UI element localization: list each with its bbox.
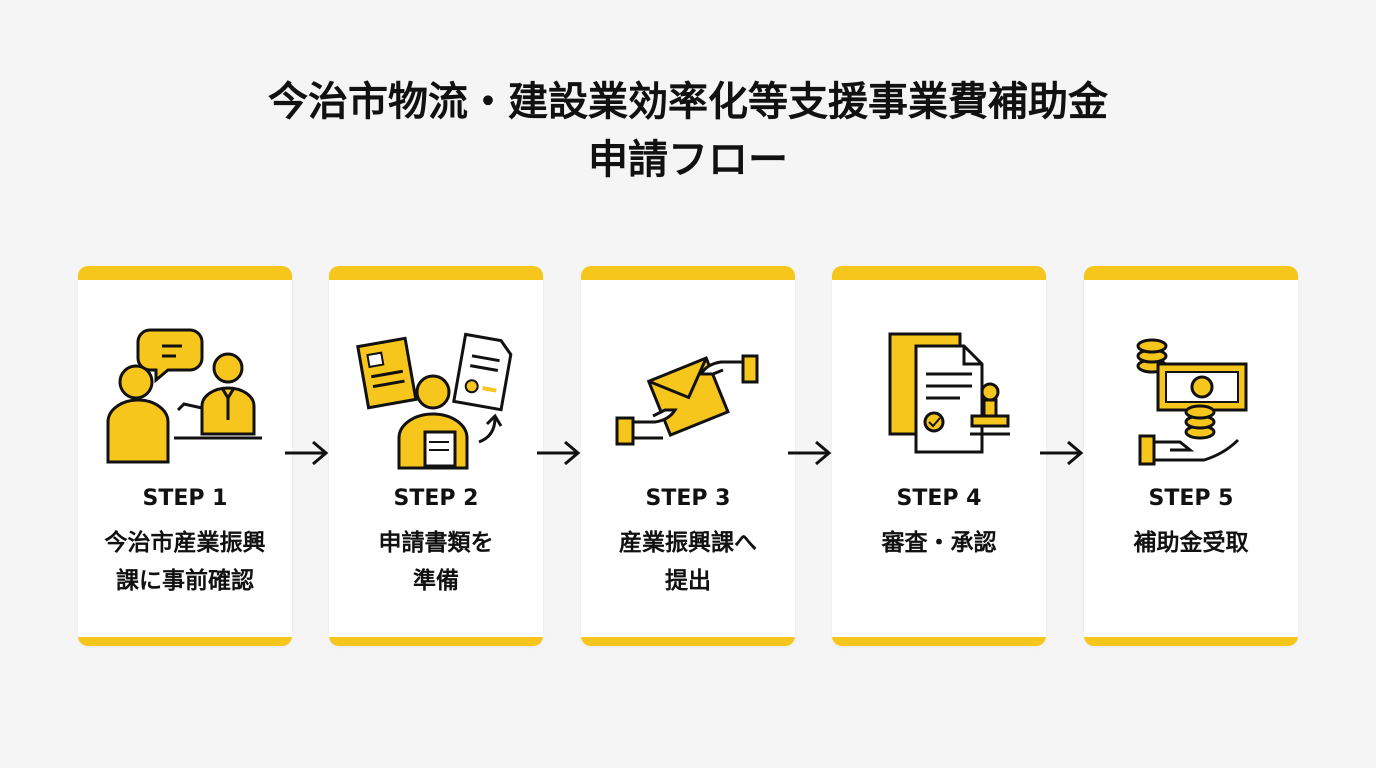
submission-handover-icon [615, 354, 759, 446]
card-top-accent [832, 266, 1046, 280]
step-description: 今治市産業振興 課に事前確認 [104, 530, 266, 594]
card-top-accent [78, 266, 292, 280]
card-bottom-accent [329, 637, 543, 646]
consultation-icon [106, 328, 262, 464]
card-top-accent [1084, 266, 1298, 280]
step-label: STEP 5 [1148, 486, 1234, 511]
step-card-4: STEP 4 審査・承認 [832, 266, 1046, 646]
step-label: STEP 3 [645, 486, 731, 511]
step-label: STEP 4 [896, 486, 982, 511]
approval-stamp-icon [888, 332, 1010, 454]
step-label: STEP 2 [393, 486, 479, 511]
step-label: STEP 1 [142, 486, 228, 511]
subsidy-money-icon [1136, 338, 1248, 466]
card-bottom-accent [832, 637, 1046, 646]
arrow-right-icon [537, 440, 581, 466]
step-description: 補助金受取 [1133, 530, 1249, 556]
step-description: 産業振興課へ 提出 [619, 530, 757, 594]
arrow-right-icon [1040, 440, 1084, 466]
arrow-right-icon [285, 440, 329, 466]
card-top-accent [329, 266, 543, 280]
card-bottom-accent [78, 637, 292, 646]
document-preparation-icon [356, 332, 513, 470]
step-description: 審査・承認 [881, 530, 997, 556]
step-card-5: STEP 5 補助金受取 [1084, 266, 1298, 646]
page-title: 今治市物流・建設業効率化等支援事業費補助金 [268, 79, 1108, 125]
arrow-right-icon [788, 440, 832, 466]
step-card-1: STEP 1 今治市産業振興 課に事前確認 [78, 266, 292, 646]
card-top-accent [581, 266, 795, 280]
step-description: 申請書類を 準備 [378, 530, 494, 594]
step-card-2: STEP 2 申請書類を 準備 [329, 266, 543, 646]
page-subtitle: 申請フロー [588, 137, 788, 183]
card-bottom-accent [581, 637, 795, 646]
step-card-3: STEP 3 産業振興課へ 提出 [581, 266, 795, 646]
card-bottom-accent [1084, 637, 1298, 646]
